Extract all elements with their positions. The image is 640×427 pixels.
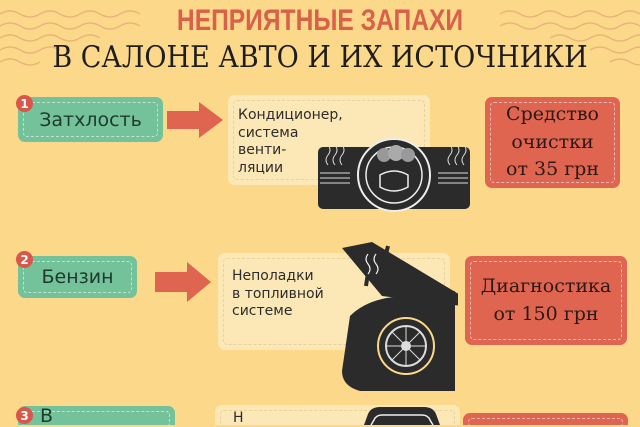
remedy-text: Диагностика от 150 грн (465, 256, 627, 345)
wavy-lines-decoration-right (499, 10, 640, 66)
smell-label-box: Бензин (18, 256, 137, 298)
smell-label-box: В (18, 405, 175, 427)
smell-label: Затхлость (39, 108, 142, 131)
remedy-box: Диагностика от 150 грн (465, 256, 627, 345)
smell-label: Бензин (41, 266, 114, 288)
remedy-box: Средство очистки от 35 грн (485, 97, 620, 188)
arrow-right-icon (155, 262, 211, 302)
arrow-right-icon (167, 102, 223, 138)
source-text: Н (233, 410, 244, 426)
smell-label: В (40, 405, 54, 427)
source-line: система (238, 124, 299, 141)
remedy-line: от 150 грн (493, 302, 599, 325)
remedy-line: очистки (511, 130, 594, 153)
title-line-2: В САЛОНЕ АВТО И ИХ ИСТОЧНИКИ (52, 40, 588, 75)
number-badge: 3 (16, 407, 33, 424)
source-text: Неполадки в топливной системе (232, 268, 324, 321)
number-badge: 2 (16, 251, 33, 268)
source-line: Неполадки (232, 268, 314, 284)
source-line: ляции (238, 159, 284, 176)
smell-label-box: Затхлость (18, 97, 163, 142)
remedy-line: от 35 грн (506, 158, 599, 181)
car-open-hood-icon (342, 242, 458, 391)
remedy-line: Средство (506, 103, 599, 126)
source-text: Кондиционер, система венти- ляции (238, 107, 343, 177)
source-line: Кондиционер, (238, 107, 343, 123)
title-line-1: НЕПРИЯТНЫЕ ЗАПАХИ (176, 4, 464, 37)
remedy-text: Средство очистки от 35 грн (485, 97, 620, 188)
remedy-box (463, 413, 628, 427)
source-line: венти- (238, 142, 287, 158)
wavy-lines-decoration-left (0, 10, 141, 66)
source-line: в топливной (232, 285, 324, 302)
car-rear-icon (364, 407, 440, 425)
number-badge: 1 (16, 95, 33, 112)
remedy-line: Диагностика (480, 274, 612, 297)
source-line: системе (232, 303, 293, 319)
dashboard-steering-wheel-icon (318, 138, 470, 212)
